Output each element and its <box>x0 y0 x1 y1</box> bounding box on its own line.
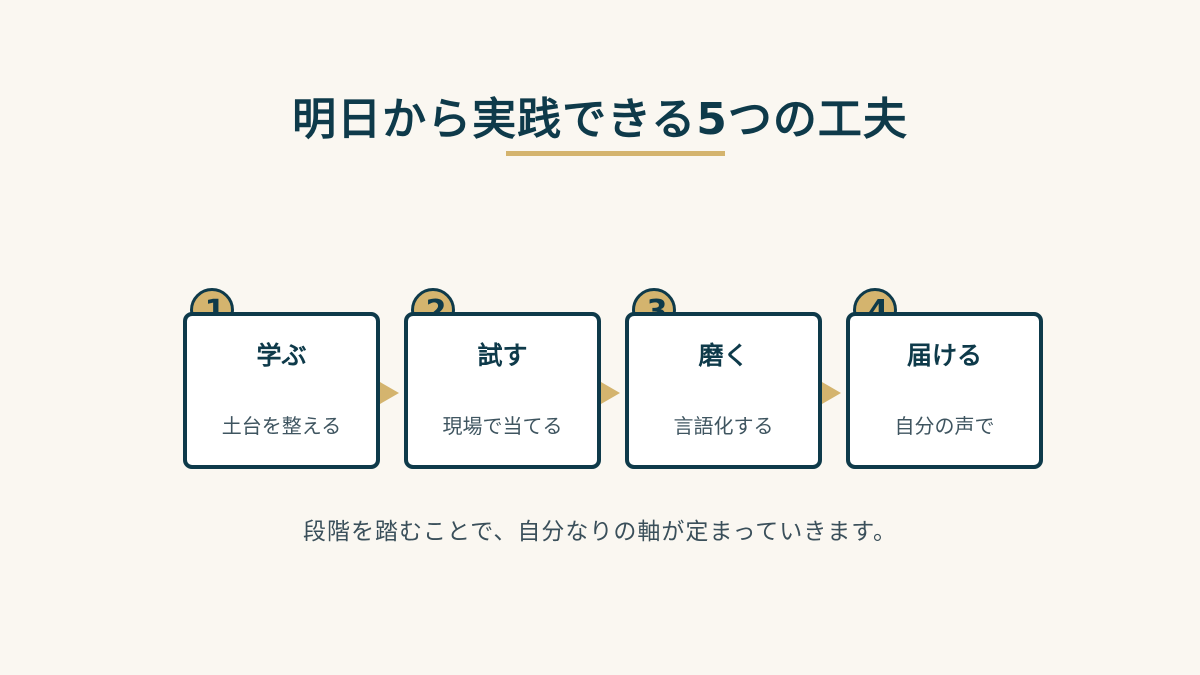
arrow-right-icon <box>822 382 841 404</box>
step-title: 磨く <box>698 341 749 370</box>
step-title: 試す <box>477 341 528 370</box>
step-card: 磨く 言語化する <box>625 312 822 469</box>
title-underline <box>506 151 725 156</box>
arrow-right-icon <box>601 382 620 404</box>
arrow-right-icon <box>380 382 399 404</box>
page-title: 明日から実践できる5つの工夫 <box>292 94 908 145</box>
step-1: 1 学ぶ 土台を整える <box>183 288 380 469</box>
step-subtitle: 土台を整える <box>221 414 342 438</box>
step-3: 3 磨く 言語化する <box>625 288 822 469</box>
step-title: 届ける <box>906 341 982 370</box>
step-subtitle: 自分の声で <box>894 414 995 438</box>
step-subtitle: 現場で当てる <box>442 414 563 438</box>
step-4: 4 届ける 自分の声で <box>846 288 1043 469</box>
step-subtitle: 言語化する <box>673 414 774 438</box>
step-card: 学ぶ 土台を整える <box>183 312 380 469</box>
step-card: 届ける 自分の声で <box>846 312 1043 469</box>
step-title: 学ぶ <box>256 341 307 370</box>
step-2: 2 試す 現場で当てる <box>404 288 601 469</box>
step-card: 試す 現場で当てる <box>404 312 601 469</box>
footer-caption: 段階を踏むことで、自分なりの軸が定まっていきます。 <box>302 519 898 545</box>
